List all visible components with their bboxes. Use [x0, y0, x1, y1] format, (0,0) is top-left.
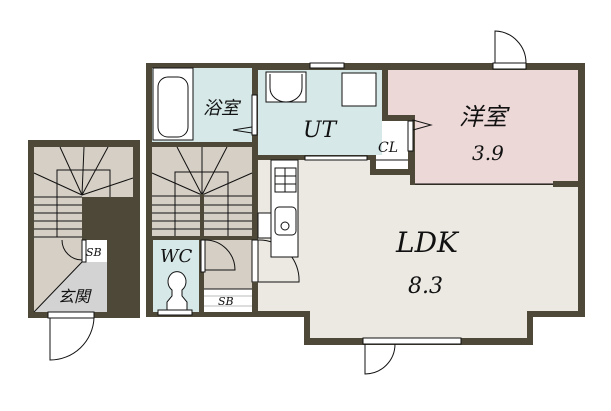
storage-sb-left	[84, 240, 107, 262]
staircase-left	[33, 146, 134, 238]
entrance-door[interactable]	[47, 311, 95, 319]
entrance-block: SB 玄関	[28, 140, 140, 361]
main-block: 浴室 UT 洋室 3.9 CL LDK 8.3 WC SB	[146, 30, 585, 375]
label-closet: CL	[378, 140, 398, 156]
label-bath: 浴室	[203, 98, 242, 119]
label-sb-left: SB	[86, 246, 102, 259]
label-sb-main: SB	[218, 295, 234, 308]
ldk-room	[258, 160, 578, 338]
label-ldk-size: 8.3	[408, 274, 443, 299]
western-room-door[interactable]	[492, 62, 527, 70]
label-western-room: 洋室	[459, 103, 510, 131]
label-entrance: 玄関	[58, 287, 92, 306]
western-room	[415, 70, 578, 184]
utility-window	[309, 62, 345, 69]
label-ldk: LDK	[395, 226, 460, 259]
label-toilet: WC	[160, 246, 193, 267]
label-utility: UT	[303, 118, 339, 143]
ldk-door[interactable]	[362, 337, 462, 345]
label-western-room-size: 3.9	[472, 141, 504, 165]
